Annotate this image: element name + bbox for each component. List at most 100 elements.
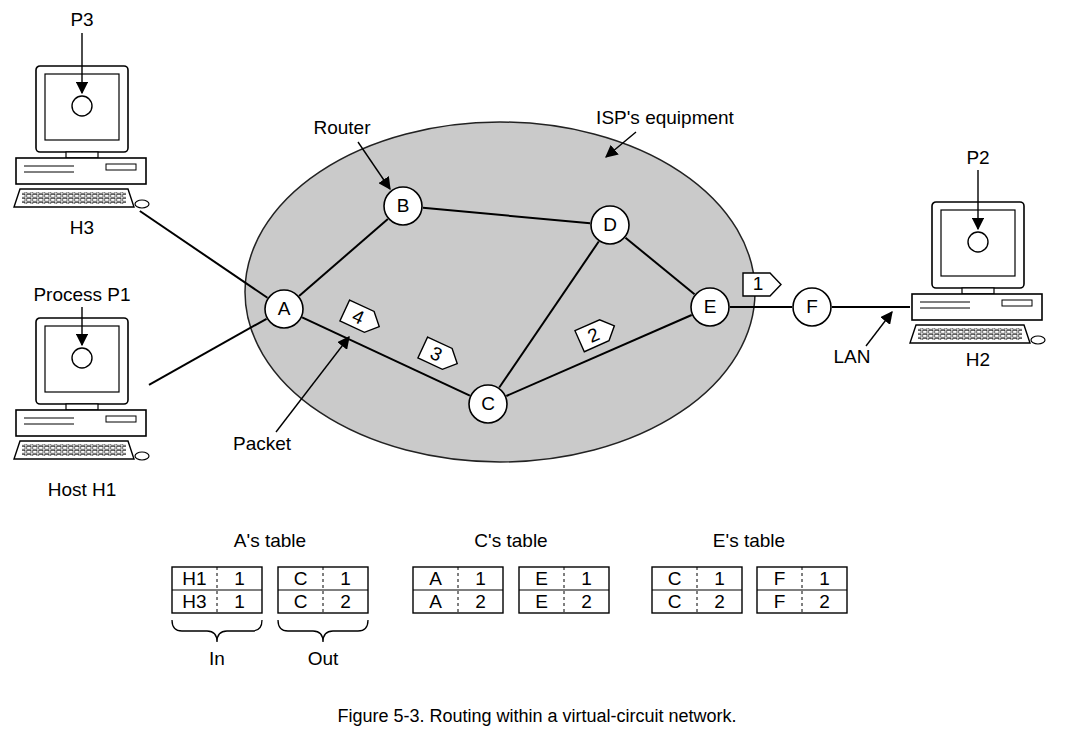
leader-arrow — [977, 170, 978, 229]
table-frame — [652, 567, 742, 613]
link-line — [625, 238, 694, 295]
host: Process P1Host H1 — [14, 318, 149, 463]
router-circle — [265, 290, 303, 328]
host-label: Host H1 — [48, 479, 117, 501]
packet-shape — [743, 273, 781, 296]
table-divider — [564, 567, 565, 613]
table-cell: F — [774, 591, 786, 613]
process-label: P3 — [70, 9, 93, 31]
table-cell: C — [294, 591, 308, 613]
table-divider — [458, 567, 459, 613]
callout-label: Packet — [233, 433, 291, 455]
leader-arrow — [606, 132, 636, 157]
router-circle — [591, 206, 629, 244]
leader-arrow — [81, 33, 82, 93]
table-rule — [652, 589, 742, 590]
callout-label: LAN — [834, 346, 871, 368]
leader-arrow — [276, 337, 349, 432]
router-node: D — [590, 205, 630, 245]
table-cell: 1 — [819, 568, 830, 590]
router-node: E — [690, 287, 730, 327]
link-line — [302, 317, 470, 395]
routing-tables — [172, 567, 847, 613]
table-cell: 1 — [714, 568, 725, 590]
table-frame — [519, 567, 609, 613]
packet-shape — [575, 315, 619, 351]
table-cell: 2 — [581, 591, 592, 613]
link-line — [149, 319, 267, 385]
link-line — [423, 208, 590, 223]
table-divider — [802, 567, 803, 613]
router-circle — [469, 385, 507, 423]
bracket — [278, 620, 368, 642]
router-label: D — [603, 214, 617, 236]
table-divider — [217, 567, 218, 613]
bracket — [172, 620, 262, 642]
packet-shape — [418, 337, 462, 374]
router-label: B — [397, 195, 410, 217]
table-rule — [172, 589, 262, 590]
table-frame — [757, 567, 847, 613]
packet: 1 — [742, 272, 782, 297]
table-cell: E — [535, 591, 548, 613]
router-label: C — [481, 393, 495, 415]
router-node: C — [468, 384, 508, 424]
table-cell: E — [535, 568, 548, 590]
figure-caption: Figure 5-3. Routing within a virtual-cir… — [337, 706, 736, 727]
table-cell: 2 — [340, 591, 351, 613]
table-rule — [413, 589, 503, 590]
bracket-label: Out — [308, 648, 339, 670]
link-line — [506, 315, 691, 396]
callout-label: ISP's equipment — [596, 107, 734, 129]
table-frame — [172, 567, 262, 613]
process-label: Process P1 — [33, 284, 130, 306]
table-cell: A — [429, 591, 442, 613]
table-rule — [278, 589, 368, 590]
callout-label: Router — [313, 117, 370, 139]
table-title: A's table — [234, 530, 306, 552]
table-title: C's table — [474, 530, 547, 552]
leader-arrow — [358, 142, 390, 189]
link-line — [299, 219, 388, 296]
leader-arrows — [82, 33, 978, 432]
table-cell: H1 — [182, 568, 206, 590]
table-title: E's table — [713, 530, 785, 552]
packet: 4 — [339, 298, 386, 338]
table-cell: 2 — [714, 591, 725, 613]
leader-arrow — [81, 307, 82, 345]
table-cell: 1 — [340, 568, 351, 590]
link-line — [730, 306, 792, 308]
leader-arrow — [866, 312, 892, 346]
router-circle — [691, 288, 729, 326]
table-divider — [697, 567, 698, 613]
isp-region — [245, 122, 755, 462]
table-rule — [757, 589, 847, 590]
packet-shape — [340, 300, 384, 337]
table-cell: 1 — [581, 568, 592, 590]
router-label: F — [806, 296, 818, 318]
table-cell: C — [294, 568, 308, 590]
table-divider — [323, 567, 324, 613]
link-line — [140, 211, 268, 298]
host-label: H2 — [966, 349, 990, 371]
router-label: A — [278, 298, 291, 320]
router-node: A — [264, 289, 304, 329]
table-cell: 1 — [234, 591, 245, 613]
packet: 2 — [574, 313, 621, 352]
router-circle — [384, 187, 422, 225]
packet-number: 1 — [753, 273, 764, 295]
packet: 3 — [417, 335, 464, 375]
router-node: B — [383, 186, 423, 226]
table-cell: 2 — [475, 591, 486, 613]
host-label: H3 — [70, 217, 94, 239]
table-cell: C — [668, 591, 682, 613]
table-cell: H3 — [182, 591, 206, 613]
table-rule — [519, 589, 609, 590]
table-cell: 2 — [819, 591, 830, 613]
table-cell: 1 — [475, 568, 486, 590]
host: P3H3 — [14, 66, 149, 211]
link-line — [832, 306, 910, 308]
